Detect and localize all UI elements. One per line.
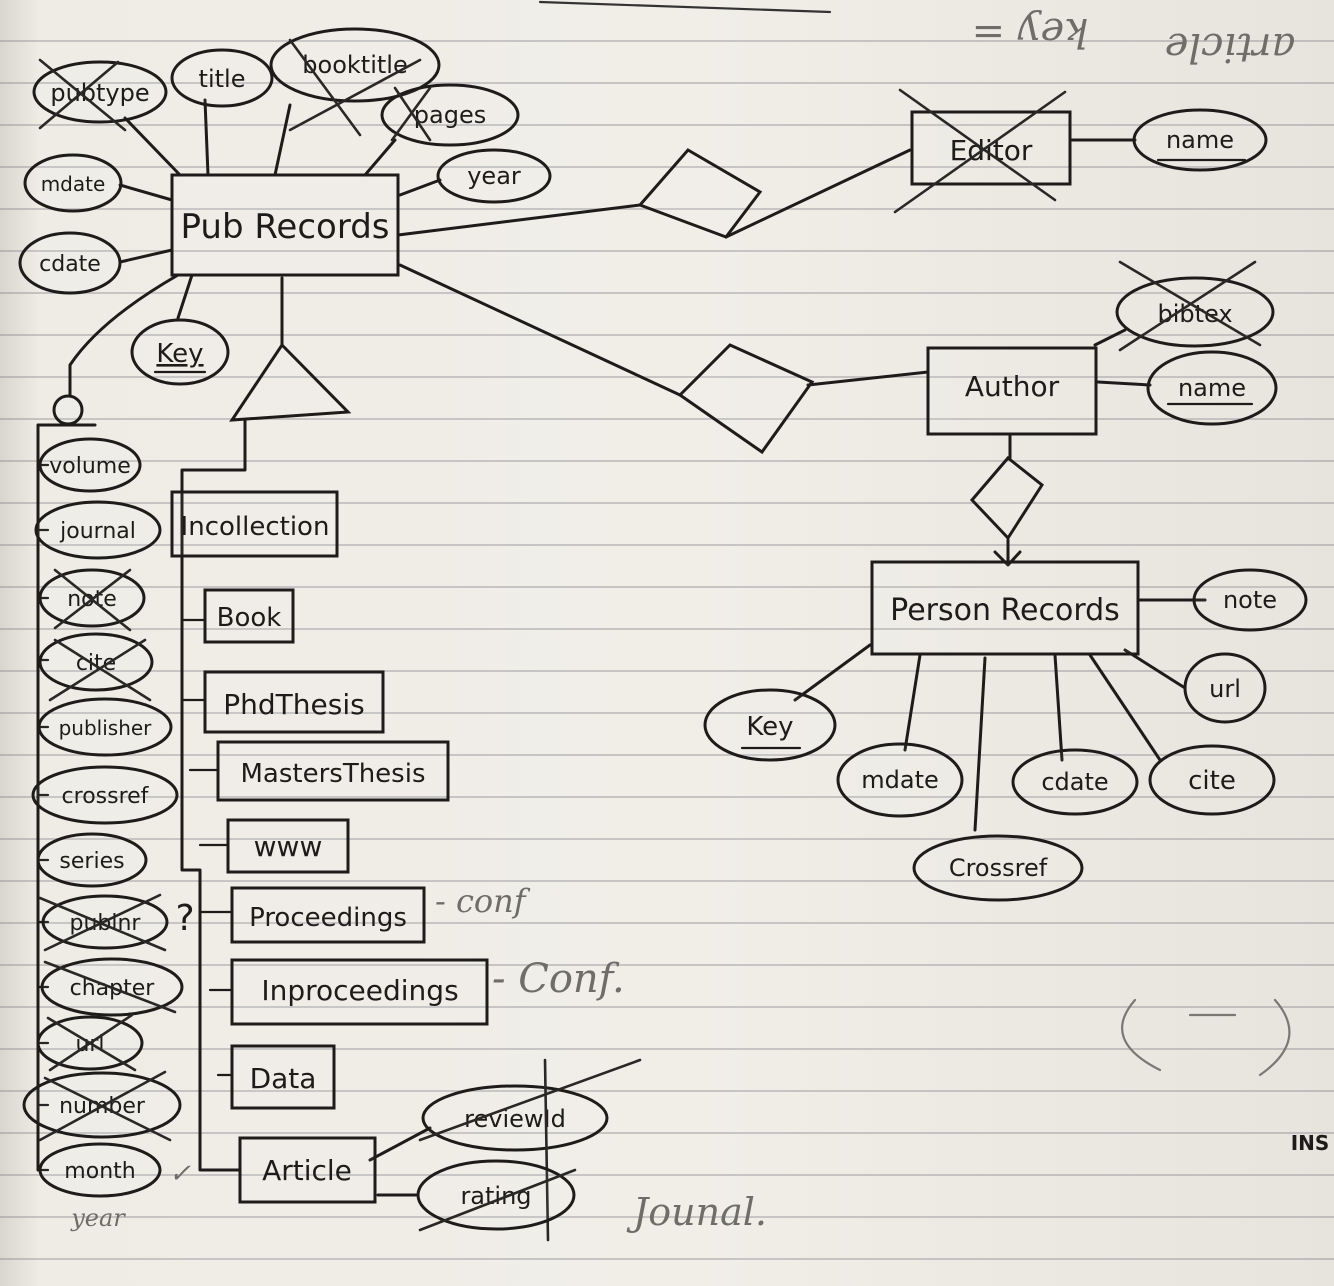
note-conf-1: - conf bbox=[435, 882, 531, 920]
entity-label: MastersThesis bbox=[240, 759, 425, 789]
attr-mdate: mdate bbox=[23, 153, 123, 213]
svg-text:Key: Key bbox=[156, 339, 203, 369]
attr-pages: pages bbox=[380, 83, 520, 147]
attr-person-cite: cite bbox=[1148, 744, 1276, 816]
isa-triangle bbox=[229, 342, 352, 422]
entity-person-records: Person Records bbox=[870, 560, 1140, 656]
scribble-top: key = bbox=[972, 9, 1089, 55]
entity-mastersthesis: MastersThesis bbox=[216, 740, 450, 802]
svg-text:title: title bbox=[199, 65, 246, 93]
entity-article: Article bbox=[238, 1136, 377, 1204]
entity-incollection: Incollection bbox=[170, 490, 339, 558]
svg-text:Crossref: Crossref bbox=[949, 854, 1048, 882]
svg-text:cdate: cdate bbox=[1041, 768, 1108, 796]
entity-data: Data bbox=[230, 1044, 336, 1110]
attr-rating: rating bbox=[416, 1159, 577, 1232]
svg-text:journal: journal bbox=[59, 519, 136, 544]
entity-book: Book bbox=[203, 588, 295, 644]
svg-text:name: name bbox=[1178, 374, 1246, 402]
svg-text:mdate: mdate bbox=[41, 172, 106, 196]
note-year: year bbox=[70, 1204, 126, 1232]
attr-url: url bbox=[36, 1013, 144, 1072]
svg-text:mdate: mdate bbox=[861, 766, 939, 794]
attr-series: series bbox=[36, 832, 148, 888]
attr-person-note: note bbox=[1192, 568, 1308, 632]
entity-label: Editor bbox=[950, 134, 1033, 167]
attr-note: note bbox=[38, 568, 146, 632]
relationship-diamond-person bbox=[969, 455, 1044, 541]
svg-text:Key: Key bbox=[746, 712, 793, 742]
note-journal: Jounal. bbox=[626, 1190, 767, 1234]
edge-text: INS bbox=[1291, 1131, 1330, 1155]
attr-pubtype: pubtype bbox=[32, 58, 168, 132]
attr-cite: cite bbox=[38, 632, 154, 702]
entity-author: Author bbox=[926, 346, 1098, 436]
svg-text:pages: pages bbox=[414, 101, 486, 129]
entity-www: www bbox=[226, 818, 350, 874]
entity-proceedings: Proceedings bbox=[230, 886, 426, 944]
entity-label: Pub Records bbox=[180, 207, 389, 247]
entity-label: Article bbox=[262, 1154, 352, 1187]
svg-text:bibtex: bibtex bbox=[1157, 300, 1232, 328]
entity-label: www bbox=[254, 830, 323, 863]
attr-number: number bbox=[22, 1070, 182, 1142]
entity-label: Book bbox=[217, 603, 282, 633]
attr-publisher: publisher bbox=[37, 697, 173, 757]
svg-text:rating: rating bbox=[460, 1182, 531, 1210]
attr-year: year bbox=[436, 148, 552, 204]
attr-review-id: reviewId bbox=[418, 1058, 642, 1242]
svg-text:cdate: cdate bbox=[39, 252, 101, 277]
relationship-diamond-author bbox=[677, 343, 815, 455]
attr-author-bibtex: bibtex bbox=[1115, 260, 1275, 352]
svg-text:publisher: publisher bbox=[59, 716, 153, 740]
svg-text:booktitle: booktitle bbox=[302, 51, 407, 79]
entity-pub-records: Pub Records bbox=[170, 173, 400, 277]
attr-person-url: url bbox=[1183, 652, 1267, 724]
participation-circle bbox=[52, 394, 84, 426]
svg-text:series: series bbox=[59, 849, 124, 874]
scribble-top-right: article bbox=[1165, 24, 1296, 70]
entity-inproceedings: Inproceedings bbox=[230, 958, 489, 1026]
attr-person-crossref: Crossref bbox=[912, 834, 1084, 902]
attr-chapter: chapter bbox=[40, 957, 184, 1017]
attr-volume: volume bbox=[38, 437, 142, 493]
entity-label: Inproceedings bbox=[261, 974, 458, 1007]
entity-label: Incollection bbox=[181, 512, 330, 542]
check-mark: ✓ bbox=[169, 1159, 191, 1189]
annotations: key = article - conf - Conf. ? year ✓ Jo… bbox=[70, 0, 1330, 1234]
entity-label: PhdThesis bbox=[223, 688, 364, 721]
svg-text:url: url bbox=[1209, 675, 1241, 703]
attr-person-mdate: mdate bbox=[836, 742, 964, 818]
attr-journal: journal bbox=[34, 500, 162, 560]
attr-publnr: publnr bbox=[38, 893, 169, 952]
attr-person-cdate: cdate bbox=[1011, 748, 1139, 816]
attr-key: Key bbox=[130, 318, 230, 386]
svg-text:crossref: crossref bbox=[62, 784, 150, 809]
attr-editor-name: name bbox=[1132, 108, 1268, 172]
svg-text:pubtype: pubtype bbox=[50, 79, 149, 107]
entity-label: Author bbox=[965, 370, 1060, 403]
svg-text:note: note bbox=[1223, 586, 1277, 614]
attr-title: title bbox=[170, 48, 274, 108]
entity-label: Proceedings bbox=[249, 903, 407, 933]
entity-phdthesis: PhdThesis bbox=[203, 670, 385, 734]
attr-crossref: crossref bbox=[31, 765, 179, 825]
attr-month: month bbox=[38, 1142, 162, 1198]
attr-booktitle: booktitle bbox=[269, 27, 441, 137]
relationship-diamond-editor bbox=[637, 148, 763, 239]
question-mark: ? bbox=[175, 898, 194, 939]
entity-label: Data bbox=[250, 1062, 317, 1095]
svg-text:name: name bbox=[1166, 126, 1234, 154]
entity-label: Person Records bbox=[890, 593, 1120, 628]
attr-author-name: name bbox=[1146, 350, 1278, 426]
svg-text:year: year bbox=[467, 162, 521, 190]
svg-text:month: month bbox=[64, 1159, 135, 1184]
note-conf-2: - Conf. bbox=[492, 956, 625, 1002]
attr-person-key: Key bbox=[703, 688, 837, 762]
entity-editor: Editor bbox=[893, 88, 1072, 214]
svg-text:cite: cite bbox=[1188, 766, 1236, 796]
attr-cdate: cdate bbox=[18, 231, 122, 295]
svg-text:volume: volume bbox=[49, 454, 131, 479]
